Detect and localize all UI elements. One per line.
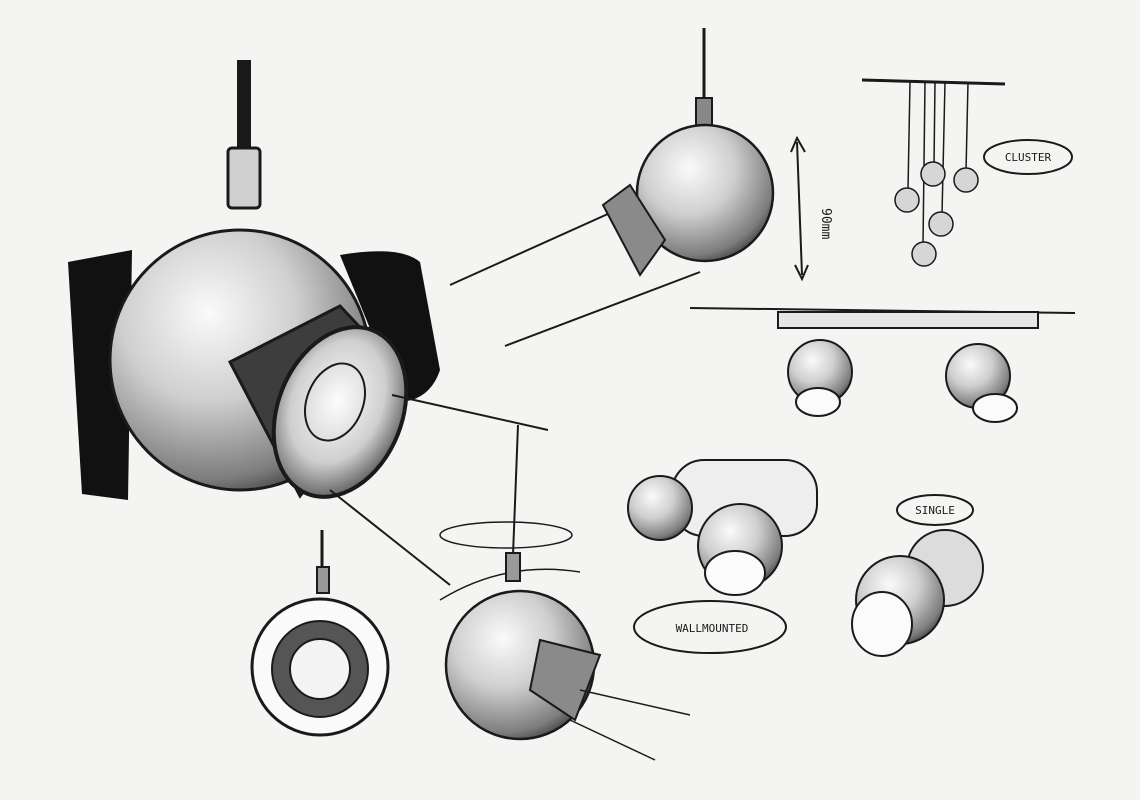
lens-front bbox=[271, 325, 409, 499]
track-rail bbox=[777, 311, 1039, 329]
cluster-cable bbox=[907, 81, 911, 191]
cluster-sketch: CLUSTER bbox=[861, 78, 1073, 267]
track-lens bbox=[972, 393, 1018, 423]
cluster-pendant bbox=[911, 241, 937, 267]
lens-barrel bbox=[528, 638, 602, 722]
lens-inner-ring bbox=[304, 362, 366, 442]
cluster-pendant bbox=[920, 161, 946, 187]
arrowhead bbox=[794, 264, 809, 282]
wall-lens bbox=[704, 550, 766, 596]
projection-line bbox=[579, 689, 691, 716]
cluster-label: CLUSTER bbox=[1005, 151, 1052, 164]
projection-line bbox=[569, 719, 656, 761]
label-bubble bbox=[983, 139, 1073, 175]
rotation-arc bbox=[439, 521, 573, 549]
rod-collar bbox=[316, 566, 330, 594]
label-bubble bbox=[896, 494, 974, 526]
dimension-arrow bbox=[796, 141, 803, 276]
label-bubble bbox=[633, 600, 787, 654]
rod-collar bbox=[226, 146, 262, 210]
front-view-spotlight-sketch bbox=[250, 530, 390, 737]
single-lens bbox=[851, 591, 913, 657]
cluster-pendant bbox=[894, 187, 920, 213]
main-spotlight-sketch bbox=[68, 60, 701, 586]
sphere-body bbox=[635, 123, 775, 263]
dimension-label: 90mm bbox=[818, 208, 833, 239]
cluster-cable bbox=[922, 81, 926, 246]
marker-shadow-right bbox=[340, 251, 440, 402]
wall-spotlight bbox=[627, 475, 693, 541]
track-lens bbox=[795, 387, 841, 417]
cluster-pendant bbox=[953, 167, 979, 193]
rod-collar bbox=[505, 552, 521, 582]
front-lens bbox=[289, 638, 351, 700]
projection-line bbox=[391, 394, 549, 431]
cluster-pendant bbox=[928, 211, 954, 237]
wall-mounted-sketch: WALLMOUNTED bbox=[627, 459, 818, 654]
suspension-rod bbox=[237, 60, 251, 152]
projection-line bbox=[329, 489, 451, 586]
ceiling-plate bbox=[861, 78, 1006, 86]
marker-shadow-left bbox=[68, 250, 132, 500]
track-spotlights-sketch bbox=[689, 307, 1076, 423]
side-view-spotlight-sketch: 90mm bbox=[601, 28, 833, 282]
lens-barrel bbox=[601, 183, 667, 277]
single-spotlight-sketch: SINGLE bbox=[851, 494, 984, 657]
cluster-cable bbox=[965, 81, 969, 173]
arrowhead bbox=[790, 135, 806, 153]
wall-mounted-label: WALLMOUNTED bbox=[676, 622, 749, 635]
rod-collar bbox=[695, 97, 713, 127]
suspension-rod bbox=[512, 424, 519, 556]
cluster-cable bbox=[941, 81, 946, 216]
rotation-detail-sketch bbox=[439, 424, 691, 761]
single-label: SINGLE bbox=[915, 504, 955, 517]
projection-line bbox=[504, 271, 701, 347]
cluster-cable bbox=[933, 81, 936, 166]
